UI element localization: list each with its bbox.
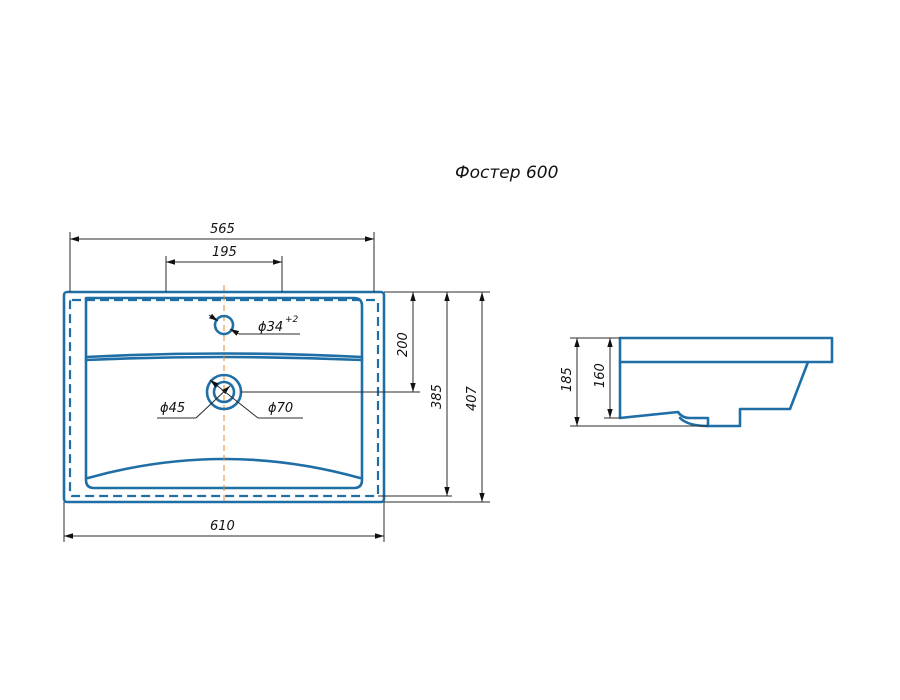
tap-hole-tolerance: +2 [285, 315, 299, 325]
bowl-outline [84, 296, 364, 490]
drawing-title: Фостер 600 [455, 163, 558, 183]
tap-hole-label: ϕ34 [258, 320, 283, 335]
top-view: 565 195 ϕ34 +2 ϕ45 ϕ70 200 385 407 [62, 222, 490, 542]
dim-label-160: 160 [593, 363, 608, 388]
tap-leader-arrow-left [208, 313, 219, 322]
dim-label-407: 407 [465, 385, 480, 411]
tap-leader-arrow-right [229, 328, 240, 336]
dim-label-185: 185 [560, 367, 575, 392]
basin-outer-outline [62, 290, 386, 504]
dim-label-195: 195 [212, 245, 237, 260]
dim-label-610: 610 [210, 519, 235, 534]
drain-inner-label: ϕ45 [160, 401, 185, 416]
side-body-outline [618, 336, 834, 428]
dim-label-565: 565 [210, 222, 235, 237]
dim-label-200: 200 [396, 332, 411, 357]
dim-label-385: 385 [430, 384, 445, 409]
drain-outer-label: ϕ70 [268, 401, 293, 416]
basin-dashed-contour [68, 298, 380, 498]
bowl-rim-curve-top [84, 352, 364, 359]
drain-outer-leader-arrow [209, 379, 259, 419]
drain-inner-circle [212, 380, 236, 404]
side-view: 185 160 [560, 336, 834, 428]
tap-hole [213, 314, 235, 336]
